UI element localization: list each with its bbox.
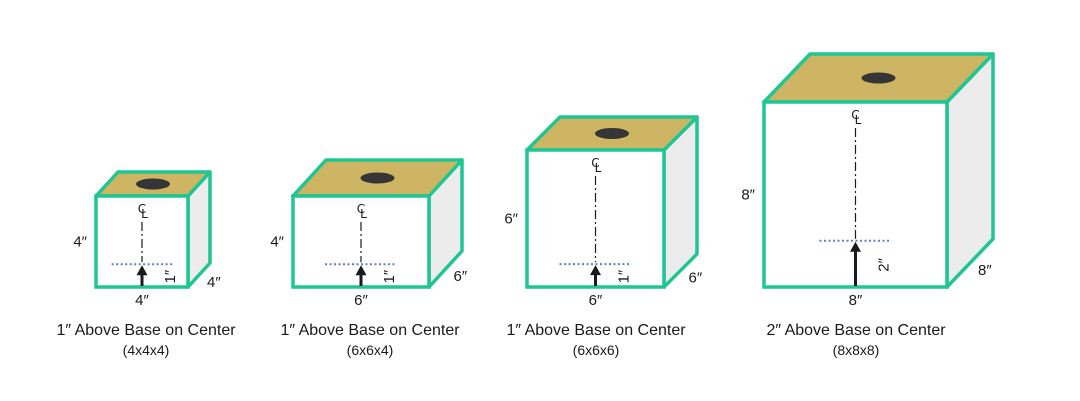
width-label: 6″ xyxy=(354,292,368,309)
height-label: 4″ xyxy=(73,234,87,251)
height-label: 6″ xyxy=(504,211,518,228)
block-subcaption: (6x6x6) xyxy=(573,342,620,358)
centerline-c: C xyxy=(357,202,365,216)
width-label: 6″ xyxy=(589,292,603,309)
centerline-c: C xyxy=(851,108,859,122)
centerline-c: C xyxy=(591,156,599,170)
offset-label: 1″ xyxy=(615,269,632,283)
block-4: CL 2″ 8″ 8″ 8″ 2″ Above Base on Center (8x8x8) xyxy=(741,52,995,358)
seed-hole xyxy=(136,178,170,190)
depth-label: 4″ xyxy=(207,274,221,291)
block-1: CL 1″ 4″ 4″ 4″ 1″ Above Base on Center (4x4x4) xyxy=(56,170,236,358)
height-label: 8″ xyxy=(741,187,755,204)
block-caption: 1″ Above Base on Center xyxy=(280,322,460,339)
centerline-symbol: CL xyxy=(591,156,601,175)
block-caption: 1″ Above Base on Center xyxy=(56,322,236,339)
block-subcaption: (8x8x8) xyxy=(833,342,880,358)
block-3: CL 1″ 6″ 6″ 6″ 1″ Above Base on Center (6x6x6) xyxy=(504,115,703,358)
block-caption: 1″ Above Base on Center xyxy=(506,322,686,339)
centerline-l: L xyxy=(360,207,367,221)
offset-label: 1″ xyxy=(381,269,398,283)
centerline-l: L xyxy=(595,161,602,175)
offset-label: 1″ xyxy=(162,269,179,283)
block-2: CL 1″ 6″ 4″ 6″ 1″ Above Base on Center (6x6x4) xyxy=(270,158,468,358)
width-label: 4″ xyxy=(135,292,149,309)
block-subcaption: (6x6x4) xyxy=(347,342,394,358)
depth-label: 6″ xyxy=(454,268,468,285)
seed-hole xyxy=(861,72,896,84)
centerline-l: L xyxy=(141,207,148,221)
block-caption: 2″ Above Base on Center xyxy=(766,322,946,339)
centerline-symbol: CL xyxy=(357,202,367,221)
seed-hole xyxy=(595,128,629,139)
centerline-l: L xyxy=(855,113,862,127)
width-label: 8″ xyxy=(849,292,863,309)
offset-arrow-head xyxy=(355,265,367,276)
depth-label: 8″ xyxy=(978,262,992,279)
offset-arrow-head xyxy=(850,241,861,252)
seed-hole xyxy=(360,172,395,184)
offset-arrow-head xyxy=(136,265,148,276)
depth-label: 6″ xyxy=(689,270,703,287)
centerline-symbol: CL xyxy=(851,108,861,127)
centerline-symbol: CL xyxy=(138,202,148,221)
offset-label: 2″ xyxy=(875,257,892,271)
block-subcaption: (4x4x4) xyxy=(123,342,170,358)
centerline-c: C xyxy=(138,202,146,216)
height-label: 4″ xyxy=(270,234,284,251)
offset-arrow-head xyxy=(590,265,601,276)
